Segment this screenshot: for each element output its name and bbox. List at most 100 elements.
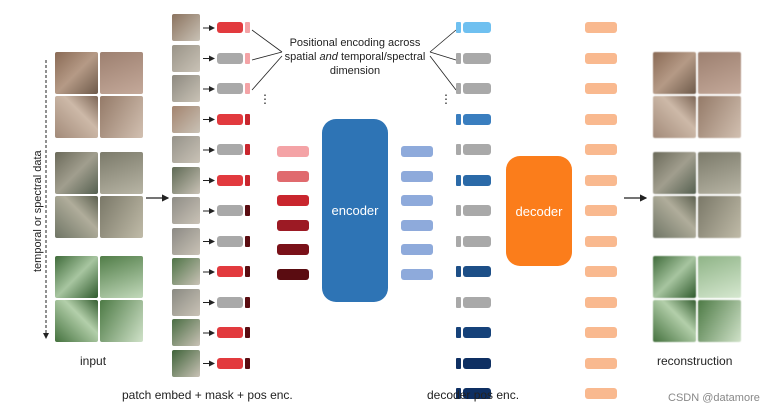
decoder-pos-token bbox=[463, 205, 491, 216]
embed-token bbox=[217, 327, 243, 338]
decoder-pos-marker bbox=[456, 266, 461, 277]
decoder-pos-token bbox=[463, 357, 491, 369]
image-tile bbox=[100, 96, 143, 138]
image-tile bbox=[100, 196, 143, 238]
embed-token bbox=[217, 174, 243, 186]
patch-tile bbox=[172, 288, 200, 316]
image-tile bbox=[698, 96, 741, 138]
encoder-pos-token bbox=[277, 146, 309, 157]
image-tile bbox=[55, 96, 98, 138]
ellipsis-right: ⋮ bbox=[440, 92, 452, 106]
embed-token bbox=[217, 52, 243, 64]
embed-pos-marker bbox=[245, 52, 250, 64]
decoder-pos-marker bbox=[456, 83, 461, 94]
encoder-block: encoder bbox=[322, 119, 388, 302]
embed-token bbox=[217, 83, 243, 94]
decoder-pos-token bbox=[463, 113, 491, 125]
decoder-pos-label: decoder pos enc. bbox=[427, 388, 520, 402]
encoder-pos-token bbox=[277, 219, 309, 231]
decoder-pos-marker bbox=[456, 327, 461, 338]
embed-pos-marker bbox=[245, 296, 250, 308]
encoder-pos-token bbox=[277, 170, 309, 182]
embed-token bbox=[217, 235, 243, 247]
embed-token bbox=[217, 296, 243, 308]
encoder-output-token bbox=[401, 195, 433, 206]
decoder-output-token bbox=[585, 205, 617, 216]
decoder-output-token bbox=[585, 357, 617, 369]
embed-pos-marker bbox=[245, 22, 250, 33]
image-tile bbox=[55, 196, 98, 238]
patch-tile bbox=[172, 105, 200, 133]
encoder-output-token bbox=[401, 170, 433, 182]
decoder-pos-marker bbox=[456, 205, 461, 216]
patch-tile bbox=[172, 349, 200, 377]
decoder-pos-token bbox=[463, 144, 491, 155]
encoder-pos-token bbox=[277, 244, 309, 255]
image-tile bbox=[100, 256, 143, 298]
patch-tile bbox=[172, 258, 200, 285]
decoder-output-token bbox=[585, 83, 617, 94]
decoder-pos-marker bbox=[456, 357, 461, 369]
decoder-pos-token bbox=[463, 266, 491, 277]
image-tile bbox=[100, 300, 143, 342]
encoder-pos-token bbox=[277, 268, 309, 280]
embed-pos-marker bbox=[245, 266, 250, 277]
image-tile bbox=[653, 256, 696, 298]
patch-tile bbox=[172, 136, 200, 163]
image-tile bbox=[55, 300, 98, 342]
decoder-pos-marker bbox=[456, 52, 461, 64]
encoder-label: encoder bbox=[331, 203, 379, 218]
decoder-output-token bbox=[585, 174, 617, 186]
caption-line3: dimension bbox=[329, 65, 381, 77]
embed-pos-marker bbox=[245, 174, 250, 186]
input-label: input bbox=[80, 354, 107, 368]
reconstruction-label: reconstruction bbox=[657, 354, 733, 368]
decoder-output-token bbox=[585, 144, 617, 155]
embed-pos-marker bbox=[245, 205, 250, 216]
image-tile bbox=[698, 52, 741, 94]
decoder-pos-token bbox=[463, 22, 491, 33]
embed-token bbox=[217, 266, 243, 277]
decoder-output-token bbox=[585, 113, 617, 125]
watermark: CSDN @datamore bbox=[668, 392, 760, 404]
decoder-pos-marker bbox=[456, 174, 461, 186]
embed-pos-marker bbox=[245, 113, 250, 125]
encoder-output-token bbox=[401, 219, 433, 231]
image-tile bbox=[653, 52, 696, 94]
decoder-pos-marker bbox=[456, 144, 461, 155]
patch-tile bbox=[172, 14, 200, 41]
decoder-pos-token bbox=[463, 52, 491, 64]
decoder-pos-marker bbox=[456, 113, 461, 125]
encoder-output-token bbox=[401, 268, 433, 280]
decoder-pos-marker bbox=[456, 22, 461, 33]
decoder-pos-token bbox=[463, 235, 491, 247]
image-tile bbox=[653, 152, 696, 194]
patch-embed-label: patch embed + mask + pos enc. bbox=[122, 388, 293, 402]
image-tile bbox=[55, 52, 98, 94]
image-tile bbox=[698, 300, 741, 342]
patch-tile bbox=[172, 197, 200, 224]
patch-tile bbox=[172, 227, 200, 255]
image-tile bbox=[698, 256, 741, 298]
decoder-pos-token bbox=[463, 296, 491, 308]
embed-pos-marker bbox=[245, 83, 250, 94]
image-tile bbox=[55, 256, 98, 298]
image-tile bbox=[653, 196, 696, 238]
image-tile bbox=[55, 152, 98, 194]
decoder-pos-token bbox=[463, 388, 491, 399]
patch-tile bbox=[172, 75, 200, 102]
embed-token bbox=[217, 357, 243, 369]
image-tile bbox=[653, 300, 696, 342]
decoder-output-token bbox=[585, 52, 617, 64]
decoder-pos-marker bbox=[456, 296, 461, 308]
embed-token bbox=[217, 205, 243, 216]
caption-line2: spatial and temporal/spectral bbox=[284, 51, 426, 63]
embed-pos-marker bbox=[245, 144, 250, 155]
decoder-pos-marker bbox=[456, 388, 461, 399]
image-tile bbox=[698, 196, 741, 238]
axis-label: temporal or spectral data bbox=[32, 150, 44, 272]
patch-tile bbox=[172, 319, 200, 346]
decoder-pos-token bbox=[463, 83, 491, 94]
encoder-output-token bbox=[401, 244, 433, 255]
